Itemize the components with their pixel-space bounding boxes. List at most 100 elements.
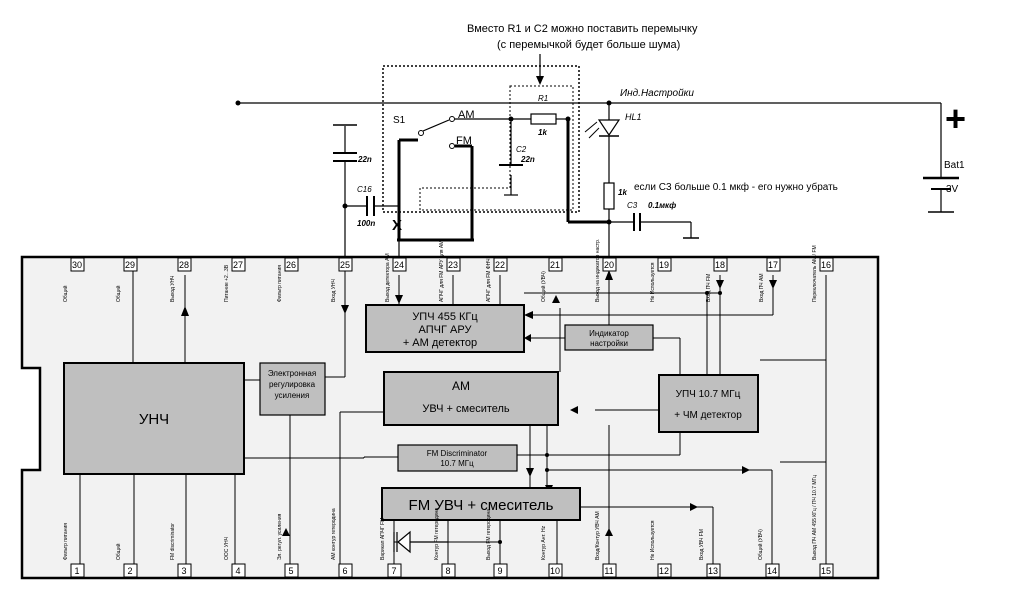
bottom-pin-label: Варикап АПЧГ FM xyxy=(380,518,386,560)
indicator-line2: настройки xyxy=(590,339,628,348)
bottom-pin-label: Вход УВЧ FM xyxy=(699,529,705,560)
am-mixer-line2: УВЧ + смеситель xyxy=(422,403,510,415)
c16-label: C16 xyxy=(357,185,372,194)
bottom-pin-number: 11 xyxy=(604,566,613,576)
bottom-pin-label: FM discriminator xyxy=(170,523,176,560)
top-pin-box xyxy=(284,257,299,272)
resistor-r1 xyxy=(530,113,557,125)
block-electronic-gain xyxy=(259,362,326,416)
junction-dots xyxy=(498,291,722,544)
bottom-pin-box xyxy=(70,563,85,578)
block-am-mixer xyxy=(383,371,559,426)
bottom-pin-number: 8 xyxy=(445,566,450,576)
upch107-line1: УПЧ 10.7 МГц xyxy=(676,389,741,400)
bottom-pin-number: 14 xyxy=(767,566,777,576)
bottom-pin-label: Контур FM гетеродина xyxy=(434,508,440,560)
bottom-pin-number: 10 xyxy=(550,566,560,576)
dotted-region-outer xyxy=(382,65,580,213)
top-pin-box xyxy=(392,257,407,272)
top-pin-number: 22 xyxy=(495,260,505,270)
battery-label: Bat1 xyxy=(944,160,965,171)
fm-disc-line2: 10.7 МГц xyxy=(440,459,474,468)
note-arrow xyxy=(536,76,544,85)
battery-voltage: 3V xyxy=(946,184,959,195)
indicator-line1: Индикатор xyxy=(589,329,629,338)
bottom-pin-box xyxy=(765,563,780,578)
dotted-region-r1c2 xyxy=(419,85,574,211)
bottom-pin-number: 7 xyxy=(391,566,396,576)
bottom-pin-number: 4 xyxy=(235,566,240,576)
c1-value: 22n xyxy=(357,155,372,164)
top-pin-label: Выход УНЧ xyxy=(170,276,176,302)
bottom-pin-number: 1 xyxy=(74,566,79,576)
upch455-line1: УПЧ 455 КГц xyxy=(412,311,478,323)
bottom-pin-label: Общий (УВЧ) xyxy=(757,529,764,560)
bottom-pin-number: 15 xyxy=(821,566,831,576)
top-pin-box xyxy=(819,257,834,272)
top-pin-label: Переключатель АМ / FM xyxy=(812,245,818,302)
s1-label: S1 xyxy=(393,115,406,126)
top-pin-label: Общий xyxy=(62,285,69,302)
top-pin-number: 19 xyxy=(659,260,669,270)
top-pin-label: Не Используется xyxy=(650,262,656,302)
bottom-pin-label: Общий xyxy=(115,543,122,560)
r-led-value: 1k xyxy=(618,188,627,197)
top-pin-number: 20 xyxy=(604,260,614,270)
top-pin-number: 27 xyxy=(233,260,243,270)
top-pin-number: 28 xyxy=(179,260,189,270)
bottom-pin-number: 2 xyxy=(127,566,132,576)
ind-label: Инд.Настройки xyxy=(620,88,694,99)
bottom-pin-label: АМ контур гетеродина xyxy=(331,508,337,560)
bottom-pin-box xyxy=(602,563,617,578)
top-pin-number: 23 xyxy=(448,260,458,270)
top-pin-label: Вход ПЧ FM xyxy=(706,274,712,302)
c3-value: 0.1мкф xyxy=(648,201,676,210)
block-fm-mixer xyxy=(381,487,581,521)
top-pin-box xyxy=(657,257,672,272)
bottom-pin-label: Выход ПЧ АМ 455 КГц / ПЧ 10.7 МГц xyxy=(812,475,818,560)
bottom-pin-box xyxy=(123,563,138,578)
block-upch107 xyxy=(658,374,759,433)
bottom-pin-box xyxy=(284,563,299,578)
top-pin-label: АПЧГ для FM ФНЧ xyxy=(486,258,492,302)
top-pin-label: Выход на индикатор настр. xyxy=(595,239,601,302)
gain-line3: усиления xyxy=(275,391,310,400)
top-pin-box xyxy=(123,257,138,272)
unch-label: УНЧ xyxy=(139,411,169,428)
bottom-pin-box xyxy=(177,563,192,578)
bottom-pin-label: Фильтр питания xyxy=(63,523,69,560)
c3-label: C3 xyxy=(627,201,638,210)
switch-fm: FM xyxy=(456,135,472,147)
top-pin-box xyxy=(231,257,246,272)
block-unch xyxy=(63,362,245,475)
top-pin-box xyxy=(548,257,563,272)
block-indicator xyxy=(564,324,654,351)
c3-note: если C3 больше 0.1 мкф - его нужно убрат… xyxy=(634,181,838,193)
top-pin-box xyxy=(446,257,461,272)
bottom-pin-label: Не Используется xyxy=(650,520,656,560)
gain-line2: регулировка xyxy=(269,380,316,389)
top-pin-number: 17 xyxy=(768,260,778,270)
resistor-led xyxy=(603,182,615,210)
top-pin-box xyxy=(602,257,617,272)
top-pin-number: 29 xyxy=(125,260,135,270)
bottom-pin-number: 13 xyxy=(708,566,718,576)
bottom-pin-number: 5 xyxy=(288,566,293,576)
bottom-pin-box xyxy=(231,563,246,578)
gain-line1: Электронная xyxy=(268,369,316,378)
note-line-1: Вместо R1 и C2 можно поставить перемычку xyxy=(467,23,698,35)
block-fm-disc xyxy=(397,444,518,472)
bottom-pin-box xyxy=(819,563,834,578)
top-pin-number: 24 xyxy=(394,260,404,270)
bottom-pin-box xyxy=(706,563,721,578)
top-pin-label: Общий xyxy=(115,285,122,302)
top-pin-label: Фильтр питания xyxy=(277,265,283,302)
cross-mark: X xyxy=(392,217,402,234)
bottom-pin-label: Контур Ант. Hz xyxy=(541,525,547,560)
hl1-label: HL1 xyxy=(625,112,642,122)
c16-value: 100n xyxy=(357,219,375,228)
